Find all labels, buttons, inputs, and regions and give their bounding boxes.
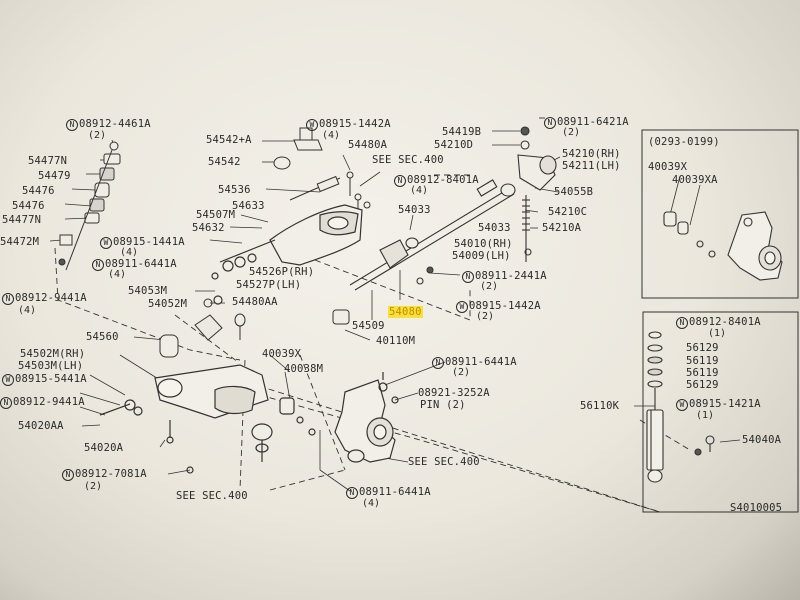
callout-54480aa: 54480AA (232, 296, 278, 308)
callout-56119-lower: 56119 (686, 367, 719, 379)
callout-54633: 54633 (232, 200, 265, 212)
callout-40039x: 40039X (262, 348, 302, 360)
callout-54527p-lh: 54527P(LH) (236, 279, 302, 291)
callout-54033-lower: 54033 (478, 222, 511, 234)
callout-54080-highlighted: 54080 (388, 306, 423, 318)
callout-54507m: 54507M (196, 209, 236, 221)
lower-control-arm (99, 364, 273, 474)
callout-08911-6441a-upper-qty: (4) (108, 269, 127, 280)
callout-08911-2441a-qty: (2) (480, 281, 499, 292)
callout-54210a: 54210A (542, 222, 582, 234)
callout-54560: 54560 (86, 331, 119, 343)
callout-54419b: 54419B (442, 126, 482, 138)
callout-56119-upper: 56119 (686, 355, 719, 367)
callout-see-sec-400-knuckle: SEE SEC.400 (408, 456, 480, 468)
callout-54210c: 54210C (548, 206, 588, 218)
callout-54040a: 54040A (742, 434, 782, 446)
inset-knuckle-drawing (663, 211, 783, 281)
callout-54052m: 54052M (148, 298, 188, 310)
callout-54536: 54536 (218, 184, 251, 196)
callout-54476-upper: 54476 (22, 185, 55, 197)
callout-inset-40039xa: 40039XA (672, 174, 718, 186)
callout-54211-lh: 54211(LH) (562, 160, 621, 172)
upper-link-parts (273, 127, 371, 222)
callout-54055b: 54055B (554, 186, 594, 198)
callout-08911-6441a-knuckle-qty: (2) (452, 367, 471, 378)
callout-pin: PIN (2) (420, 399, 466, 411)
callout-08912-8401a-inset-qty: (1) (708, 328, 727, 339)
callout-54480a: 54480A (348, 139, 388, 151)
callout-56129-lower: 56129 (686, 379, 719, 391)
callout-54503m-lh: 54503M(LH) (18, 360, 84, 372)
stabilizer-link-parts (58, 141, 121, 271)
torsion-bar (349, 179, 516, 291)
callout-08915-1442a-lower-qty: (2) (476, 311, 495, 322)
callout-54210d: 54210D (434, 139, 474, 151)
callout-54542-a: 54542+A (206, 134, 252, 146)
callout-08915-1442a-upper-qty: (4) (322, 130, 341, 141)
callout-see-sec-400-bottom: SEE SEC.400 (176, 490, 248, 502)
bump-stop-parts (159, 298, 350, 358)
callout-40110m: 40110M (376, 335, 416, 347)
callout-54479: 54479 (38, 170, 71, 182)
callout-08912-9441a-top-qty: (4) (18, 305, 37, 316)
inset-box-knuckle (641, 129, 799, 299)
callout-54010-rh: 54010(RH) (454, 238, 513, 250)
callout-54033-upper: 54033 (398, 204, 431, 216)
callout-08915-1421a-qty: (1) (696, 410, 715, 421)
callout-08921-3252a: 08921-3252A (418, 387, 490, 399)
steering-knuckle (279, 372, 399, 463)
callout-54632: 54632 (192, 222, 225, 234)
torsion-anchor-parts (517, 126, 557, 262)
diagram-id: S4010005 (730, 502, 783, 514)
callout-inset-40039x: 40039X (648, 161, 688, 173)
callout-54476-lower: 54476 (12, 200, 45, 212)
callout-54020a: 54020A (84, 442, 124, 454)
callout-see-sec-400-top: SEE SEC.400 (372, 154, 444, 166)
callout-54526p-rh: 54526P(RH) (249, 266, 315, 278)
callout-08911-6421a-qty: (2) (562, 127, 581, 138)
callout-08915-1441a-qty: (4) (120, 247, 139, 258)
callout-54053m: 54053M (128, 285, 168, 297)
callout-54477n-lower: 54477N (2, 214, 42, 226)
callout-56129-upper: 56129 (686, 342, 719, 354)
callout-54502m-rh: 54502M(RH) (20, 348, 86, 360)
callout-54009-lh: 54009(LH) (452, 250, 511, 262)
upper-control-arm (211, 204, 363, 305)
inset-shock-drawing (646, 331, 715, 483)
callout-08912-8401a-main-qty: (4) (410, 185, 429, 196)
callout-54509: 54509 (352, 320, 385, 332)
callout-54210-rh: 54210(RH) (562, 148, 621, 160)
callout-54542: 54542 (208, 156, 241, 168)
callout-08912-4461a-qty: (2) (88, 130, 107, 141)
callout-08912-7081a-qty: (2) (84, 481, 103, 492)
dashed-assembly-lines (54, 117, 691, 513)
inset-date-range: (0293-0199) (648, 136, 720, 148)
inset-box-shock (642, 311, 799, 513)
callout-40038m: 40038M (284, 363, 324, 375)
callout-54477n-upper: 54477N (28, 155, 68, 167)
callout-54020aa: 54020AA (18, 420, 64, 432)
callout-56110k: 56110K (580, 400, 620, 412)
callout-54472m: 54472M (0, 236, 40, 248)
callout-08911-6441a-bottom-qty: (4) (362, 498, 381, 509)
